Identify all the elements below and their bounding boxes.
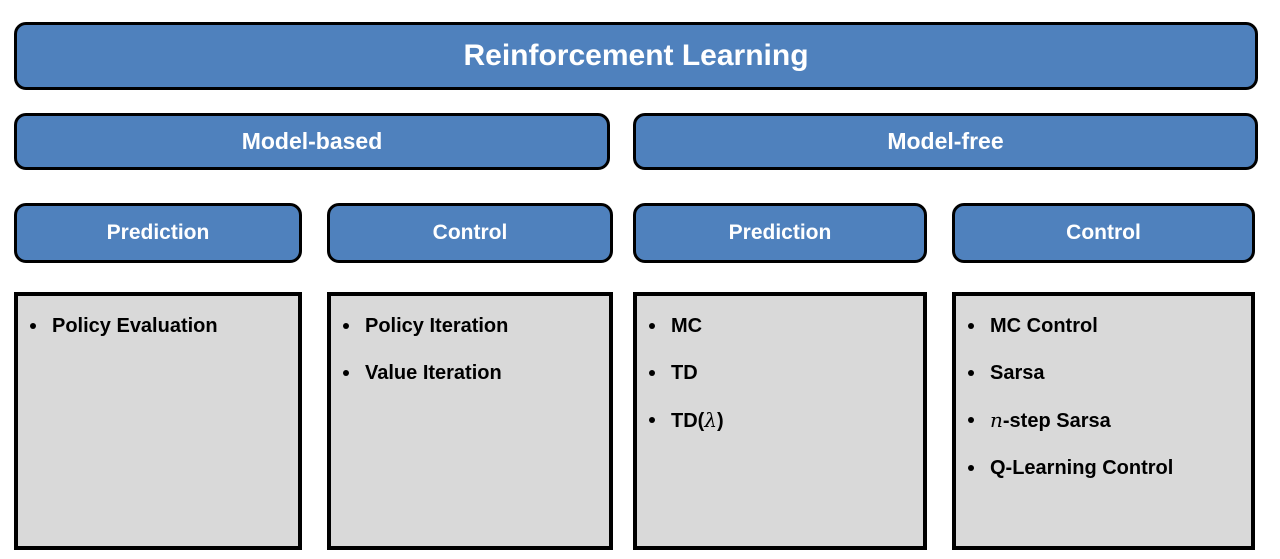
bullet-icon	[968, 323, 974, 329]
bullet-icon	[649, 323, 655, 329]
column-header-model-based-prediction: Prediction	[14, 203, 302, 263]
column-header-label: Control	[432, 221, 508, 244]
algorithm-list: MC TD TD(λ)	[637, 296, 923, 433]
list-item: TD	[637, 361, 917, 385]
list-item: Policy Iteration	[331, 314, 603, 338]
bullet-icon	[968, 370, 974, 376]
bullet-icon	[343, 323, 349, 329]
list-item: Q-Learning Control	[956, 456, 1245, 480]
list-item-label: Sarsa	[990, 362, 1045, 384]
bullet-icon	[649, 417, 655, 423]
root-node-label: Reinforcement Learning	[463, 39, 809, 72]
list-item-label: MC Control	[990, 315, 1098, 337]
algorithm-panel-model-based-prediction: Policy Evaluation	[14, 292, 302, 550]
bullet-icon	[649, 370, 655, 376]
bullet-icon	[968, 465, 974, 471]
list-item: MC	[637, 314, 917, 338]
list-item-label: Policy Iteration	[365, 315, 509, 337]
list-item-label: Policy Evaluation	[52, 315, 218, 337]
branch-node-label: Model-based	[241, 128, 383, 154]
list-item: n-step Sarsa	[956, 408, 1245, 433]
bullet-icon	[343, 370, 349, 376]
list-item-label: MC	[671, 315, 703, 337]
algorithm-panel-model-free-prediction: MC TD TD(λ)	[633, 292, 927, 550]
branch-node-model-free: Model-free	[633, 113, 1258, 170]
algorithm-list: Policy Evaluation	[18, 296, 298, 338]
bullet-icon	[968, 417, 974, 423]
branch-node-model-based: Model-based	[14, 113, 610, 170]
bullet-icon	[30, 323, 36, 329]
list-item-label: n-step Sarsa	[990, 408, 1111, 432]
list-item: Policy Evaluation	[18, 314, 292, 338]
list-item-label: Q-Learning Control	[990, 457, 1174, 479]
list-item-label: TD	[671, 362, 698, 384]
branch-node-label: Model-free	[887, 128, 1004, 154]
list-item: Value Iteration	[331, 361, 603, 385]
column-header-model-based-control: Control	[327, 203, 613, 263]
column-header-label: Prediction	[728, 221, 832, 244]
column-header-label: Prediction	[106, 221, 210, 244]
list-item: Sarsa	[956, 361, 1245, 385]
column-header-model-free-control: Control	[952, 203, 1255, 263]
list-item-label: Value Iteration	[365, 362, 502, 384]
column-header-label: Control	[1066, 221, 1141, 244]
list-item-label: TD(λ)	[671, 408, 724, 432]
column-header-model-free-prediction: Prediction	[633, 203, 927, 263]
list-item: TD(λ)	[637, 408, 917, 433]
root-node-reinforcement-learning: Reinforcement Learning	[14, 22, 1258, 90]
list-item: MC Control	[956, 314, 1245, 338]
